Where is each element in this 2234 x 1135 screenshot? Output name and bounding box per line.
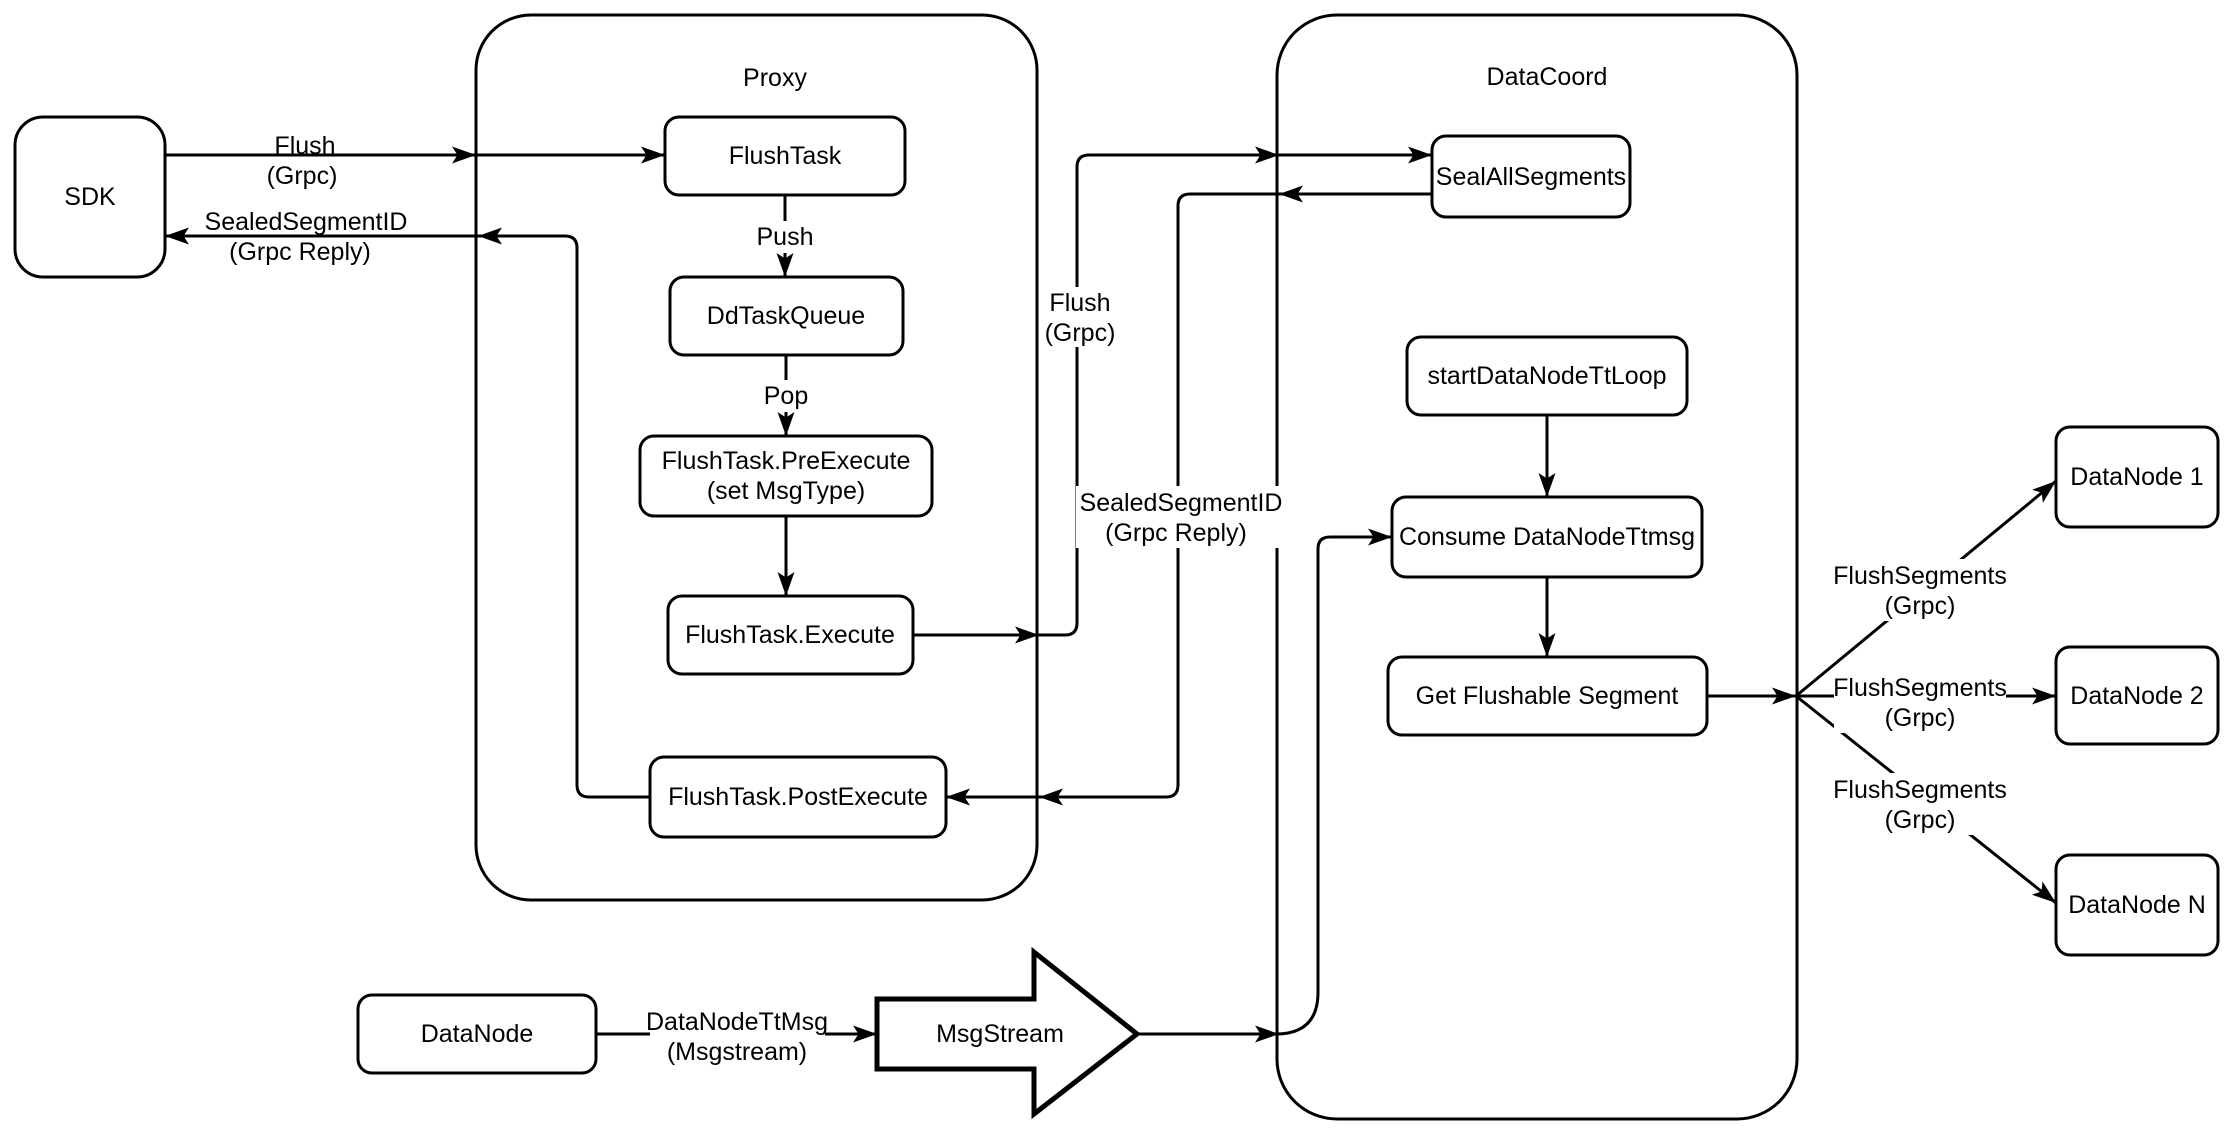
edge-label-line: Push: [757, 223, 814, 251]
sealallsegments-node-box: [1430, 134, 1632, 219]
ddtaskqueue-node-box: [668, 275, 905, 357]
edge-label-push: Push: [752, 221, 820, 253]
edge-label-line: (Msgstream): [667, 1038, 807, 1066]
startdatanodettloop-node-box: [1405, 335, 1689, 417]
consume-datanodettmsg-node-box: [1390, 495, 1704, 579]
datanode-node-label: DataNode: [421, 1020, 534, 1048]
label-mask: [1834, 671, 2006, 733]
edge-label-line: (Grpc): [1045, 319, 1116, 347]
edge-label-sealedsegmentid-reply: SealedSegmentID (Grpc Reply): [1076, 486, 1288, 548]
datanode2-node-box: [2054, 645, 2220, 746]
edge-label-line: Flush: [274, 132, 335, 160]
consume-datanodettmsg-node: Consume DataNodeTtmsg: [1390, 495, 1704, 579]
label-mask: [1076, 486, 1288, 548]
datanode2-node-label: DataNode 2: [2070, 682, 2203, 710]
flushtask-preexecute-node-box: [638, 434, 934, 518]
startdatanodettloop-node-label: startDataNodeTtLoop: [1427, 362, 1666, 390]
get-flushable-segment-node-label: Get Flushable Segment: [1416, 682, 1679, 710]
flushtask-postexecute-node: FlushTask.PostExecute: [648, 755, 948, 839]
flushtask-preexecute-node-label: FlushTask.PreExecute: [662, 447, 911, 475]
datanode1-node-box: [2054, 425, 2220, 529]
edge-label-line: (Grpc Reply): [1105, 519, 1247, 547]
label-mask: [1834, 559, 2006, 621]
flushtask-execute-node-box: [666, 594, 915, 676]
datacoord-container-title: DataCoord: [1487, 63, 1608, 91]
datanoden-node-box: [2054, 853, 2220, 957]
datanode-node: DataNode: [356, 993, 598, 1075]
flushtask-node-label: FlushTask: [729, 142, 842, 170]
datanoden-node: DataNode N: [2054, 853, 2220, 957]
flushtask-postexecute-node-label: FlushTask.PostExecute: [668, 783, 928, 811]
edge-label-line: SealedSegmentID: [205, 208, 408, 236]
flushtask-preexecute-node-label: (set MsgType): [707, 477, 865, 505]
sdk-node-box: [13, 115, 167, 279]
edge-label-flushsegments-1: FlushSegments (Grpc): [1833, 559, 2007, 621]
edge-label-line: (Grpc): [267, 162, 338, 190]
msgstream-node-label: MsgStream: [936, 1020, 1064, 1048]
get-flushable-segment-node-box: [1386, 655, 1709, 737]
edge-label-sealedsegmentid-sdk: SealedSegmentID (Grpc Reply): [205, 208, 408, 266]
proxy-container-title: Proxy: [743, 64, 807, 92]
datanode2-node: DataNode 2: [2054, 645, 2220, 746]
ddtaskqueue-node-label: DdTaskQueue: [707, 302, 865, 330]
edge-label-flush-grpc-datacoord: Flush (Grpc): [1040, 287, 1124, 347]
edge-label-flush-grpc-sdk: Flush (Grpc): [267, 132, 338, 190]
label-mask: [1834, 773, 2006, 835]
edge-label-line: (Grpc Reply): [229, 238, 371, 266]
edge-postexecute-to-sdk: [165, 234, 650, 799]
label-mask: [650, 1006, 825, 1066]
label-mask: [1040, 287, 1124, 347]
datanode1-node: DataNode 1: [2054, 425, 2220, 529]
label-mask: [752, 221, 820, 253]
sdk-node-label: SDK: [64, 183, 116, 211]
edge-label-line: FlushSegments: [1833, 562, 2007, 590]
datanode1-node-label: DataNode 1: [2070, 463, 2203, 491]
edge-label-line: SealedSegmentID: [1080, 489, 1283, 517]
datanode-node-box: [356, 993, 598, 1075]
proxy-container: [474, 13, 1039, 902]
edge-label-line: (Grpc): [1885, 704, 1956, 732]
edge-label-line: FlushSegments: [1833, 776, 2007, 804]
edge-label-pop: Pop: [758, 380, 816, 412]
edge-execute-to-sealallsegments: [913, 153, 1432, 637]
flushtask-execute-node-label: FlushTask.Execute: [685, 621, 895, 649]
edge-label-line: DataNodeTtMsg: [646, 1008, 828, 1036]
consume-datanodettmsg-node-label: Consume DataNodeTtmsg: [1399, 523, 1695, 551]
get-flushable-segment-node: Get Flushable Segment: [1386, 655, 1709, 737]
sdk-node: SDK: [13, 115, 167, 279]
sealallsegments-node-label: SealAllSegments: [1436, 163, 1626, 191]
edge-label-line: (Grpc): [1885, 592, 1956, 620]
sealallsegments-node: SealAllSegments: [1430, 134, 1632, 219]
edge-msgstream-to-consume: [1137, 535, 1392, 1036]
edge-label-line: FlushSegments: [1833, 674, 2007, 702]
label-mask: [758, 380, 816, 412]
msgstream-arrow-shape: [874, 946, 1142, 1120]
msgstream-node: MsgStream: [874, 946, 1142, 1120]
flushtask-node: FlushTask: [663, 115, 907, 197]
flushtask-postexecute-node-box: [648, 755, 948, 839]
ddtaskqueue-node: DdTaskQueue: [668, 275, 905, 357]
startdatanodettloop-node: startDataNodeTtLoop: [1405, 335, 1689, 417]
flushtask-execute-node: FlushTask.Execute: [666, 594, 915, 676]
edge-label-datanodettmsg: DataNodeTtMsg (Msgstream): [646, 1006, 828, 1066]
datacoord-container: [1275, 13, 1799, 1121]
edge-label-flushsegments-3: FlushSegments (Grpc): [1833, 773, 2007, 835]
edge-label-line: (Grpc): [1885, 806, 1956, 834]
edge-label-line: Pop: [764, 382, 808, 410]
edge-label-flushsegments-2: FlushSegments (Grpc): [1833, 671, 2007, 733]
flushtask-preexecute-node: FlushTask.PreExecute (set MsgType): [638, 434, 934, 518]
flushtask-node-box: [663, 115, 907, 197]
edge-label-line: Flush: [1049, 289, 1110, 317]
datanoden-node-label: DataNode N: [2068, 891, 2206, 919]
